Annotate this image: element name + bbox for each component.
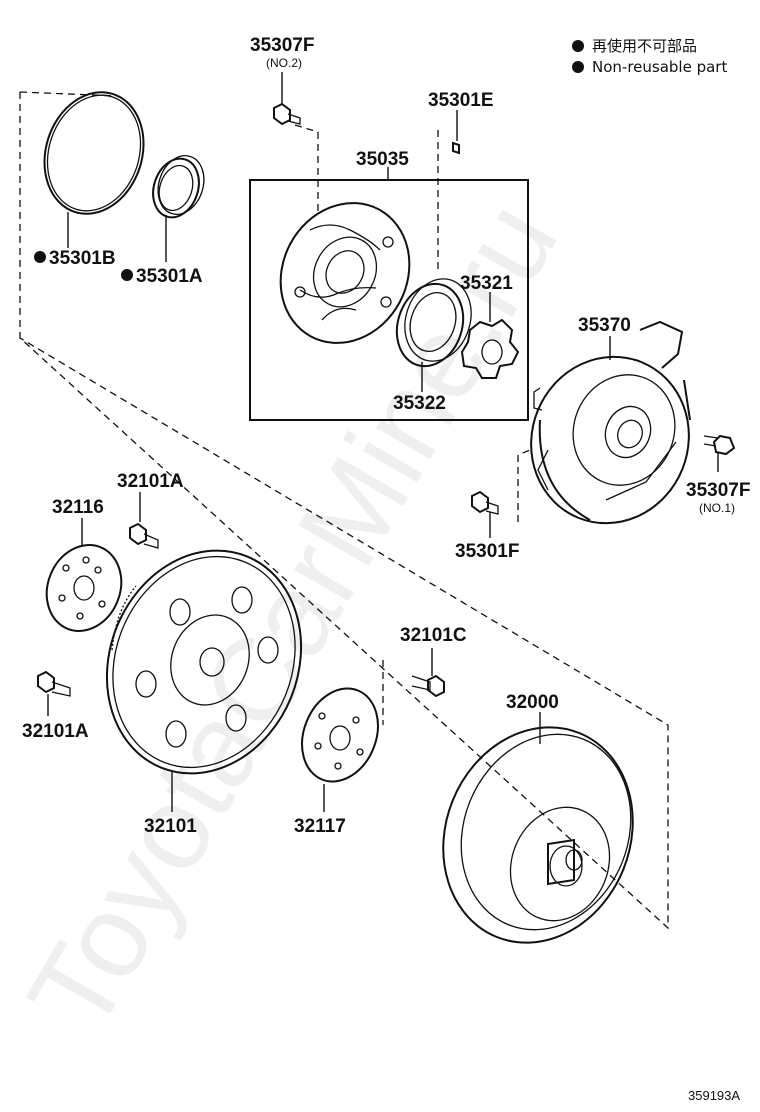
- label-35301b: 35301B: [49, 248, 116, 269]
- diagram-code: 359193A: [688, 1088, 740, 1103]
- label-32116: 32116: [52, 497, 104, 518]
- oil-pump-assembly-35370: [530, 320, 691, 525]
- drive-plate-32101: [105, 549, 303, 775]
- leader-35307f-no2: [294, 124, 319, 212]
- legend-dot-icon: [572, 61, 584, 73]
- label-32000: 32000: [506, 692, 559, 713]
- driven-gear-35322: [395, 278, 472, 368]
- legend: 再使用不可部品 Non-reusable part: [572, 37, 727, 76]
- leader-35301f: [517, 449, 531, 522]
- label-32101: 32101: [144, 816, 197, 837]
- label-35301a: 35301A: [136, 266, 203, 287]
- label-35307f-no2: 35307F: [250, 35, 314, 56]
- label-35321: 35321: [460, 273, 513, 294]
- label-35307f-no2-sub: (NO.2): [266, 56, 302, 70]
- o-ring-35301b: [43, 91, 145, 215]
- torque-converter-32000: [442, 726, 634, 944]
- label-35301e: 35301E: [428, 90, 494, 111]
- assembly-dashed-outline: [19, 92, 669, 930]
- non-reusable-dot-icon: [121, 269, 133, 281]
- assembly-dashed-outline: [19, 91, 119, 97]
- pump-body-plate: [279, 202, 411, 344]
- bolt-35307f-no2: [273, 102, 301, 126]
- bolt-35301f: [471, 490, 499, 515]
- legend-text-en: Non-reusable part: [592, 58, 727, 76]
- label-35322: 35322: [393, 393, 446, 414]
- non-reusable-dot-icon: [34, 251, 46, 263]
- legend-dot-icon: [572, 40, 584, 52]
- label-35307f-no1: 35307F: [686, 480, 750, 501]
- bolt-32101a-top: [129, 522, 159, 549]
- legend-text-jp: 再使用不可部品: [592, 37, 697, 55]
- oil-seal-35301a: [152, 155, 205, 219]
- oil-pump-kit-box: [249, 179, 529, 421]
- bolt-32101a-left: [37, 670, 71, 697]
- bolt-32101c: [411, 674, 445, 698]
- label-32117: 32117: [294, 816, 346, 837]
- label-35301f: 35301F: [455, 541, 519, 562]
- bolt-35307f-no1: [703, 434, 736, 456]
- spacer-plate-32117: [301, 687, 379, 783]
- label-32101a-left: 32101A: [22, 721, 89, 742]
- label-32101c: 32101C: [400, 625, 467, 646]
- label-32101a-top: 32101A: [117, 471, 184, 492]
- pin-35301e: [452, 141, 460, 155]
- label-35307f-no1-sub: (NO.1): [699, 501, 735, 515]
- label-35035: 35035: [356, 149, 409, 170]
- drive-gear-35321: [460, 318, 520, 379]
- watermark: ToyotaCarMine.ru: [3, 180, 583, 1053]
- spacer-plate-32116: [45, 544, 123, 632]
- label-35370: 35370: [578, 315, 631, 336]
